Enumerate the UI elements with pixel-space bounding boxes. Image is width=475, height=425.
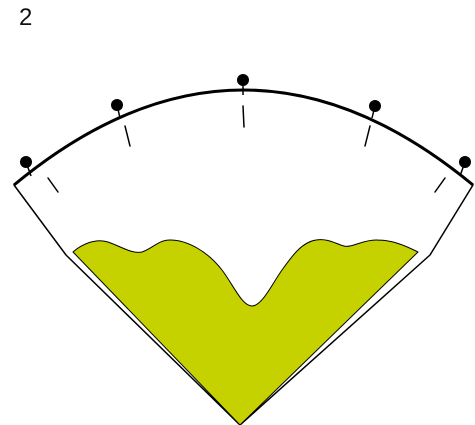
marker-3 xyxy=(237,74,249,86)
markers xyxy=(20,74,471,168)
tick-5 xyxy=(434,177,446,193)
marker-1 xyxy=(20,156,32,168)
figure-number: 2 xyxy=(19,4,33,31)
tick-3 xyxy=(242,105,245,128)
marker-4 xyxy=(369,100,381,112)
ticks xyxy=(47,105,446,193)
tick-4 xyxy=(364,125,371,147)
tick-2 xyxy=(124,125,131,147)
tick-1 xyxy=(47,177,59,193)
green-region xyxy=(72,239,419,425)
marker-2 xyxy=(111,99,123,111)
marker-5 xyxy=(459,156,471,168)
